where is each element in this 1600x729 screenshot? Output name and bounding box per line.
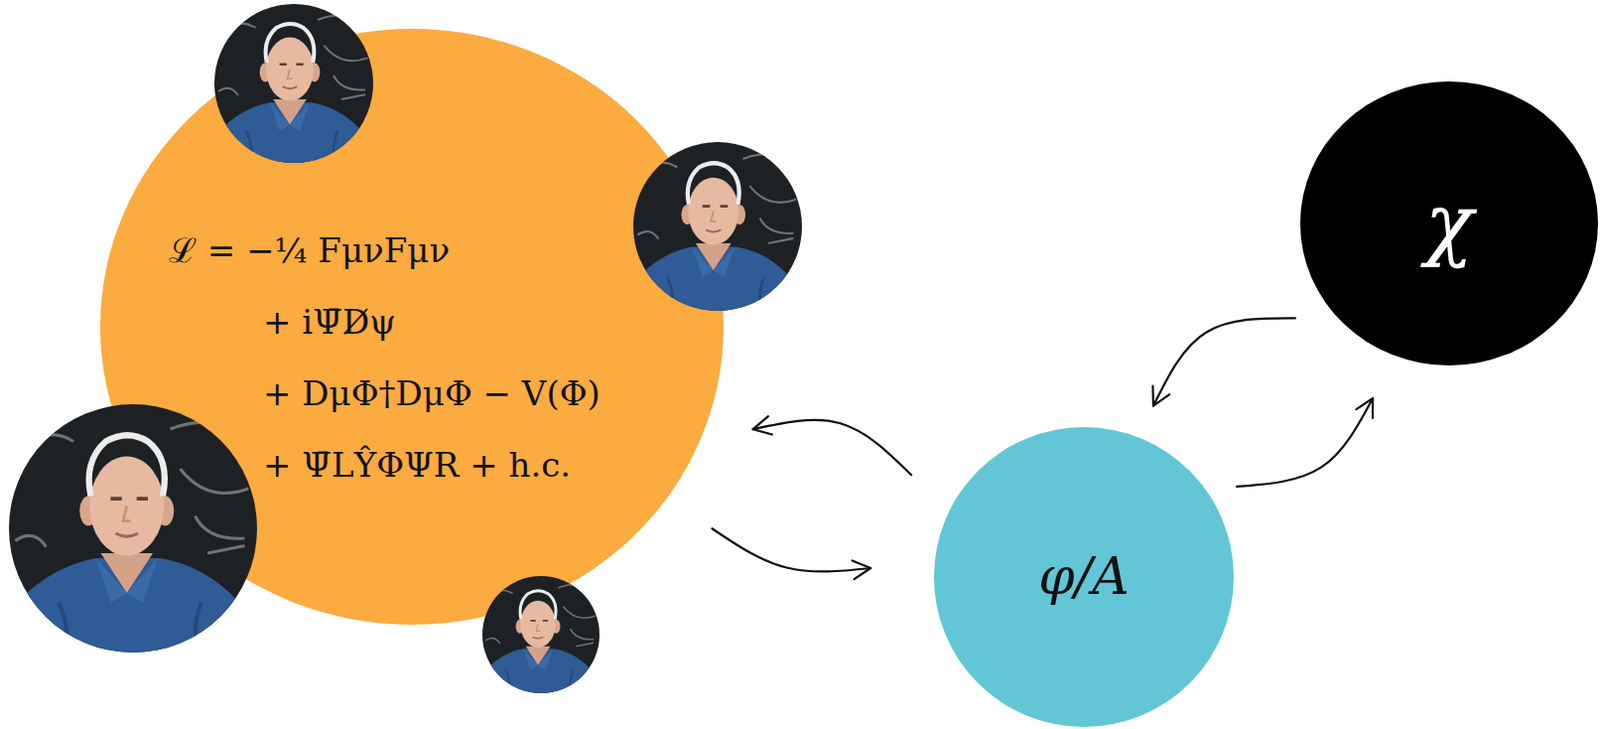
circle-fill bbox=[933, 426, 1234, 727]
arrow-line bbox=[711, 528, 871, 571]
arrow-line bbox=[753, 419, 912, 475]
arrow-line bbox=[1153, 317, 1296, 405]
curved-arrow bbox=[1152, 317, 1296, 405]
field-label: φ/A bbox=[1038, 546, 1129, 607]
circle-fill bbox=[1300, 81, 1599, 366]
portrait-photo bbox=[8, 403, 258, 653]
curved-arrow bbox=[753, 415, 912, 475]
dark-sector-circle: χ bbox=[1300, 81, 1599, 366]
equation-term: + DμΦ†DμΦ − V(Φ) bbox=[263, 357, 601, 429]
arrow-head bbox=[753, 415, 773, 434]
field-label: χ bbox=[1425, 177, 1473, 269]
arrow-head bbox=[852, 559, 872, 579]
mediator-circle: φ/A bbox=[933, 426, 1234, 727]
portrait-photo bbox=[482, 575, 600, 693]
arrow-head bbox=[1152, 386, 1170, 406]
curved-arrow bbox=[1236, 398, 1373, 487]
arrow-head bbox=[1355, 398, 1373, 418]
portrait-photo bbox=[633, 141, 802, 311]
portrait-photo bbox=[214, 3, 374, 163]
equation-term: + iΨ̄D̸ψ bbox=[263, 285, 601, 358]
curved-arrow bbox=[711, 528, 871, 579]
arrow-line bbox=[1236, 398, 1373, 487]
equation-term: ℒ = −¼ FμνFμν bbox=[168, 214, 601, 286]
equation-term: + Ψ̄LŶΦΨR + h.c. bbox=[263, 428, 601, 501]
